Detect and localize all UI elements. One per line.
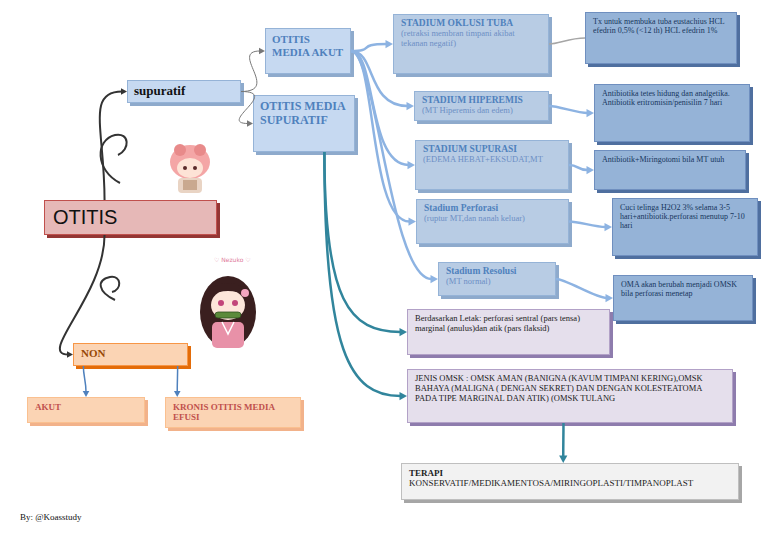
caption-tag: ♡ Nezuko ♡	[214, 256, 251, 263]
chibi-eye	[193, 166, 197, 170]
stage-box: Stadium Resolusi(MT normal)	[438, 262, 556, 296]
topic-box: OTITIS MEDIA SUPURATIF	[253, 95, 355, 152]
category-box: supuratif	[127, 80, 241, 103]
box-text: (MT normal)	[446, 277, 548, 287]
box-text: (EDEMA HEBAT+EKSUDAT,MT	[423, 155, 561, 165]
connector-line	[556, 279, 607, 298]
omsk-box: Berdasarkan Letak: perforasi sentral (pa…	[407, 309, 610, 355]
connector-line	[83, 366, 86, 392]
box-text: JENIS OMSK : OMSK AMAN (BANIGNA (KAVUM T…	[415, 374, 725, 403]
chibi-hair	[170, 145, 210, 179]
arrow-head	[386, 40, 394, 48]
root-box: OTITIS	[44, 200, 217, 235]
box-heading: STADIUM SUPURASI	[423, 144, 561, 155]
box-text: KRONIS OTITIS MEDIA EFUSI	[173, 402, 293, 423]
kimono-collar	[222, 322, 234, 334]
box-text: (MT Hiperemis dan edem)	[422, 106, 541, 116]
connector-line	[324, 152, 400, 396]
box-text: Antibiotik+Miringotomi bila MT utuh	[602, 155, 738, 164]
chibi-body	[178, 178, 202, 193]
subtype-box: AKUT	[27, 397, 145, 423]
box-text: NON	[81, 347, 180, 360]
curl-scribble	[101, 135, 127, 183]
box-heading: TERAPI	[409, 468, 731, 478]
connector-line	[351, 51, 410, 222]
nezuko-hair	[200, 276, 256, 348]
chibi-hair-tuft	[194, 144, 206, 156]
hair-ribbon	[241, 289, 249, 297]
stage-box: STADIUM OKLUSI TUBA(retraksi membran tim…	[393, 14, 549, 74]
nezuko-eye	[218, 300, 224, 306]
connector-line	[60, 235, 105, 355]
connector-line	[176, 366, 178, 392]
author-credit: By: @Koasstudy	[20, 512, 82, 522]
arrow-head	[409, 217, 417, 225]
connector-line	[549, 38, 585, 44]
connector-line	[100, 92, 122, 201]
omsk-box: JENIS OMSK : OMSK AMAN (BANIGNA (KAVUM T…	[407, 369, 733, 423]
arrow-head	[606, 294, 614, 302]
box-text: OMA akan berubah menjadi OMSK bila perfo…	[621, 280, 745, 298]
chibi-hair-tuft	[174, 144, 186, 156]
connector-line	[549, 106, 588, 113]
arrow-head	[407, 102, 415, 110]
arrow-head	[400, 392, 408, 400]
box-text: OTITIS MEDIA AKUT	[272, 33, 344, 58]
chibi-book	[183, 180, 197, 190]
chibi-illustration	[170, 144, 210, 193]
nezuko-eye	[232, 300, 238, 306]
box-text: OTITIS MEDIA SUPURATIF	[260, 100, 348, 128]
arrow-head	[587, 166, 595, 174]
connector-line	[562, 423, 565, 457]
connector-line	[241, 51, 260, 92]
box-text: AKUT	[35, 402, 137, 412]
arrow-head	[605, 223, 613, 231]
therapy-box: Tx untuk membuka tuba eustachius HCL efe…	[585, 12, 737, 64]
arrow-head	[408, 161, 416, 169]
chibi-face	[177, 158, 203, 178]
box-text: Tx untuk membuka tuba eustachius HCL efe…	[593, 17, 729, 35]
connector-line	[569, 165, 588, 170]
stage-box: STADIUM SUPURASI(EDEMA HEBAT+EKSUDAT,MT	[415, 140, 569, 190]
topic-box: OTITIS MEDIA AKUT	[265, 28, 351, 74]
box-heading: Stadium Resolusi	[446, 266, 548, 277]
stage-box: Stadium Perforasi(ruptur MT,dan nanah ke…	[416, 199, 569, 244]
therapy-box: OMA akan berubah menjadi OMSK bila perfo…	[613, 275, 753, 321]
box-heading: STADIUM OKLUSI TUBA	[401, 18, 541, 29]
arrow-head	[400, 328, 408, 336]
nezuko-kimono	[212, 322, 244, 348]
chibi-eye	[183, 166, 187, 170]
therapy-box: Antibiotik+Miringotomi bila MT utuh	[594, 150, 746, 190]
bamboo-muzzle	[215, 312, 241, 318]
box-text: OTITIS	[53, 206, 208, 229]
box-heading: Stadium Perforasi	[424, 203, 561, 214]
box-text: Antibiotika tetes hidung dan analgetika.…	[602, 89, 742, 107]
stage-box: STADIUM HIPEREMIS(MT Hiperemis dan edem)	[414, 91, 549, 121]
box-heading: STADIUM HIPEREMIS	[422, 95, 541, 106]
arrow-head	[431, 275, 439, 283]
box-text: Cuci telinga H2O2 3% selama 3-5 hari+ant…	[620, 203, 750, 231]
box-text: (ruptur MT,dan nanah keluar)	[424, 214, 561, 224]
therapy-summary-box: TERAPIKONSERVATIF/MEDIKAMENTOSA/MIRINGOP…	[401, 463, 739, 500]
nezuko-illustration	[200, 276, 256, 348]
subtype-box: KRONIS OTITIS MEDIA EFUSI	[165, 397, 301, 428]
connector-line	[351, 44, 387, 51]
connector-line	[324, 152, 400, 332]
arrow-head	[587, 109, 595, 117]
box-text: supuratif	[134, 84, 234, 99]
curl-scribble	[101, 277, 120, 300]
box-text: KONSERVATIF/MEDIKAMENTOSA/MIRINGOPLASTI/…	[409, 478, 731, 488]
category-box: NON	[73, 343, 188, 366]
box-text: Berdasarkan Letak: perforasi sentral (pa…	[415, 314, 602, 334]
connector-line	[569, 222, 606, 228]
box-text: (retraksi membran timpani akibat tekanan…	[401, 29, 541, 49]
arrow-head	[559, 456, 567, 464]
therapy-box: Cuci telinga H2O2 3% selama 3-5 hari+ant…	[612, 198, 758, 256]
therapy-box: Antibiotika tetes hidung dan analgetika.…	[594, 84, 750, 142]
nezuko-face	[211, 290, 245, 320]
